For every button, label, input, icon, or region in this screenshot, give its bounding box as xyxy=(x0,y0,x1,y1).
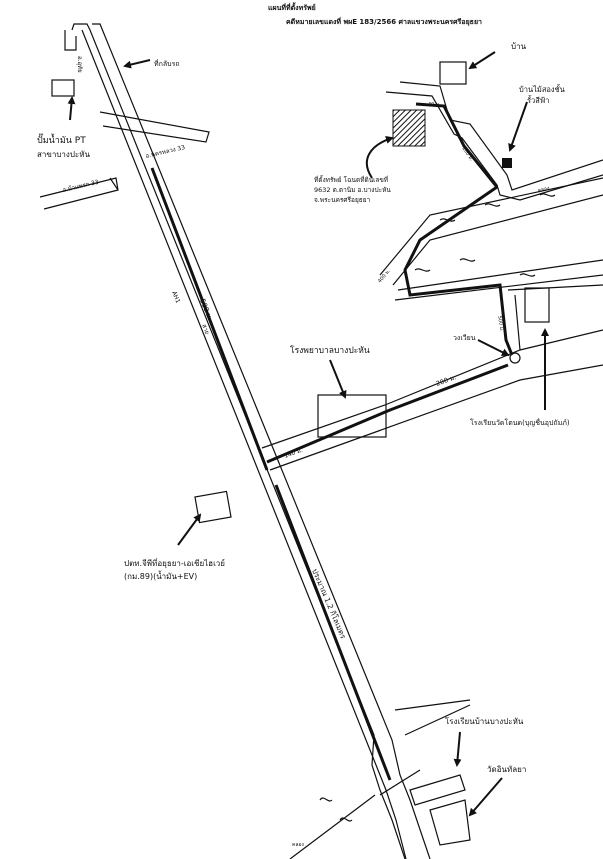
label-dist-40: 40 ม. xyxy=(428,102,441,108)
arrow-ptt xyxy=(177,513,202,546)
label-pt-line1: ปั๊มน้ำมัน PT xyxy=(37,133,86,146)
label-property-line2: 9632 ต.ตานิม อ.บางปะหัน xyxy=(314,186,391,194)
label-ah1: AH1 xyxy=(170,290,181,304)
label-road-uthai: อ.อุทัย xyxy=(76,56,83,73)
label-roundabout: วงเวียน xyxy=(453,334,476,342)
label-canal-top: คลอง xyxy=(537,186,550,194)
label-wooden-house-line1: บ้านไม้สองชั้น xyxy=(519,84,565,94)
label-ptt-line2: (กม.89)(น้ำมัน+EV) xyxy=(124,570,197,581)
bottom-canal-school xyxy=(289,699,471,859)
side-roads-top xyxy=(39,111,210,210)
hospital-road xyxy=(261,329,603,471)
arrow-wat xyxy=(468,777,503,817)
ptt-station-building xyxy=(194,490,232,524)
route-highway-segment xyxy=(150,167,269,471)
house-building xyxy=(439,61,467,85)
label-dist-500: 500 ม. xyxy=(496,315,505,332)
arrow-parking xyxy=(123,59,151,69)
arrow-hospital xyxy=(329,359,347,399)
property-parcel xyxy=(392,109,426,147)
label-pt-line2: สาขาบางปะหัน xyxy=(37,150,90,159)
arrow-wooden-house xyxy=(508,101,528,152)
arrow-school-ban xyxy=(453,731,462,767)
label-ptt-line1: ปตท.จีพีที่อยุธยา-เอเชียไฮเวย์ xyxy=(124,557,225,568)
label-road-name: สาย xyxy=(200,323,210,335)
arrow-property xyxy=(365,136,394,179)
canal xyxy=(379,177,603,301)
highway-ah1 xyxy=(71,23,431,859)
roundabout-circle xyxy=(509,352,521,364)
map-title: แผนที่ที่ตั้งทรัพย์ xyxy=(268,4,316,12)
arrow-pt-station xyxy=(67,96,76,121)
label-school-ban: โรงเรียนบ้านบางปะหัน xyxy=(445,716,524,726)
label-nakhon-luang-road: อ.นครหลวง 33 xyxy=(145,144,186,160)
label-canal-bottom: คลอง xyxy=(292,842,304,848)
school-wat-block xyxy=(507,284,603,351)
wooden-house-marker xyxy=(502,158,512,168)
label-house: บ้าน xyxy=(511,42,527,51)
label-dist-400: 400 ม. xyxy=(377,268,392,284)
label-property-line1: ที่ตั้งทรัพย์ โฉนดที่ดินเลขที่ xyxy=(314,175,388,184)
case-number: คดีหมายเลขแดงที่ พผE 183/2566 ศาลแขวงพระ… xyxy=(286,18,482,26)
label-parking: ที่กลับรถ xyxy=(154,59,180,68)
label-dist-500-highway: 500 ม. xyxy=(198,298,214,322)
label-ban-phraek-road: อ.บ้าแพรก 33 xyxy=(62,179,100,194)
label-hospital: โรงพยาบาลบางปะหัน xyxy=(290,345,370,356)
label-wooden-house-line2: รั้วสีฟ้า xyxy=(527,95,549,105)
route-hospital-segment xyxy=(266,363,509,464)
label-school-wat: โรงเรียนวัดโตนด(บุญชื่นอุปถัมภ์) xyxy=(470,418,570,427)
label-wat: วัดอินทัลยา xyxy=(487,765,526,774)
route-highway-lower xyxy=(274,484,392,781)
route-canal-segment xyxy=(403,185,514,356)
label-dist-100: 100 ม. xyxy=(460,146,474,163)
property-access-road xyxy=(385,81,603,201)
u-turn-area xyxy=(51,30,77,97)
arrow-roundabout xyxy=(477,339,510,356)
label-dist-140: 140 ม. xyxy=(283,447,304,460)
label-approx-distance: ประมาณ 1.2 กิโลเมตร xyxy=(310,567,348,640)
label-property-line3: จ.พระนครศรีอยุธยา xyxy=(314,196,371,204)
arrow-house xyxy=(468,51,496,70)
